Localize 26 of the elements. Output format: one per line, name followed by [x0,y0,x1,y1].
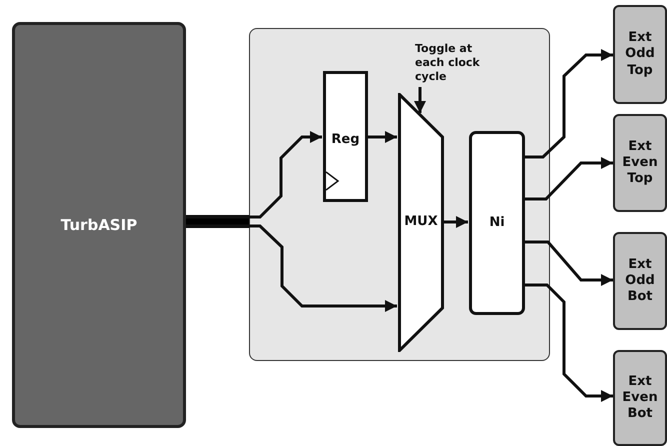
arrow [186,131,322,218]
block-label: Ext Odd Bot [624,256,656,306]
extrinsic-memory-box [613,350,667,446]
arrow [524,157,613,200]
processor-block [12,22,186,428]
register-box [323,71,368,202]
block-label: Ni [489,214,505,232]
network-interface-box [469,131,525,315]
arrow [524,49,613,158]
block-label: TurbASIP [60,216,138,234]
block-label: MUX [404,214,438,231]
extrinsic-memory-box [613,114,667,212]
arrow [443,216,468,228]
arrow [524,284,613,402]
arrow [367,131,397,143]
arrow [186,224,397,312]
extrinsic-memory-box [613,5,667,104]
interface-panel [249,28,550,361]
arrow [414,87,426,113]
block-label: Ext Even Top [621,138,659,188]
block-label: Reg [331,132,360,148]
block-label: Ext Even Bot [621,374,659,422]
block-label: Ext Odd Top [624,30,656,79]
arrow [524,240,613,286]
extrinsic-memory-box [613,232,667,330]
annotation-text: Toggle at each clock cycle [415,42,501,84]
